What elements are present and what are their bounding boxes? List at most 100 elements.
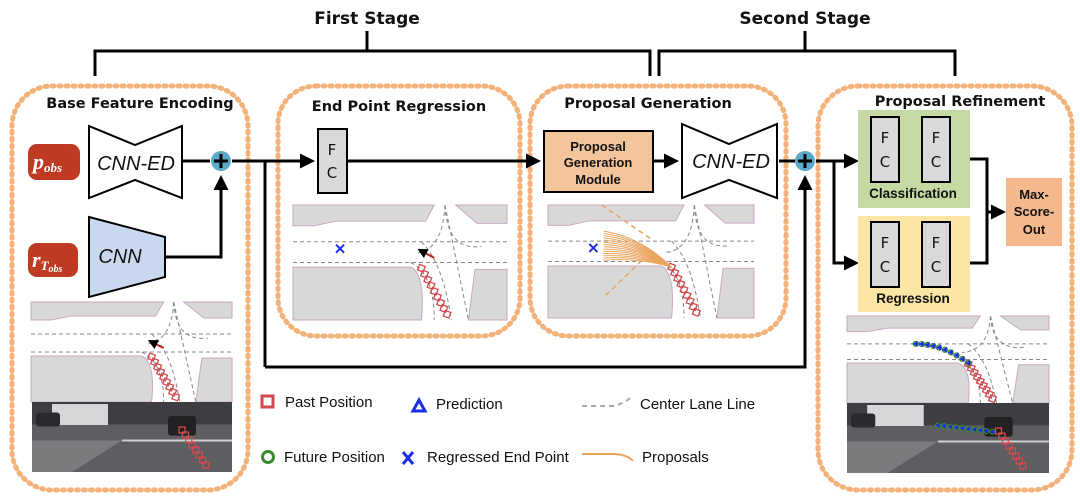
svg-text:Proposal: Proposal <box>570 139 626 154</box>
base-feature-encoding-title: Base Feature Encoding <box>46 96 233 112</box>
past-position-marker <box>171 392 181 402</box>
past-position-marker <box>679 285 689 295</box>
first-stage-title: First Stage <box>314 9 420 29</box>
legend-center-lane-line: Center Lane Line <box>582 396 755 413</box>
input-r-tobs: rTobs <box>28 243 78 277</box>
past-position-marker <box>161 377 172 387</box>
legend-proposals: Proposals <box>582 449 709 466</box>
prediction-marker <box>953 352 959 359</box>
prediction-triangle-icon <box>410 396 428 413</box>
base-map-thumbnail <box>30 301 233 403</box>
fc-block-endpoint: F C <box>317 128 348 194</box>
end-point-regression-container <box>275 83 523 339</box>
legend-regressed-end-point: Regressed End Point <box>401 449 570 466</box>
classification-head: F C F C Classification <box>858 110 970 208</box>
proposal-generation-container <box>527 83 789 339</box>
svg-text:Past Position: Past Position <box>285 394 373 411</box>
prediction-marker <box>912 340 918 347</box>
center-lane-line <box>661 261 685 319</box>
past-position-marker <box>155 367 166 377</box>
proposal-refinement-container <box>815 83 1075 493</box>
past-position-marker <box>168 387 178 397</box>
cnn-ed-encoder-decoder-2: CNN-ED <box>681 122 778 200</box>
regressed-end-point-x-icon <box>335 243 345 254</box>
cnn-ed-label: CNN-ED <box>97 153 175 175</box>
svg-text:pobs: pobs <box>31 149 62 175</box>
past-position-marker <box>423 275 433 285</box>
past-position-marker <box>1019 462 1027 470</box>
classification-label: Classification <box>869 186 957 201</box>
past-position-marker <box>419 269 430 279</box>
past-position-marker <box>149 357 160 367</box>
svg-text:C: C <box>880 258 890 276</box>
center-lane-line <box>173 301 197 403</box>
past-position-marker <box>688 302 698 312</box>
svg-text:F: F <box>932 129 941 147</box>
svg-text:rTobs: rTobs <box>32 247 63 275</box>
proposal-refinement-title: Proposal Refinement <box>875 94 1046 110</box>
past-position-marker <box>682 290 692 301</box>
base-feature-encoding-container <box>9 83 251 493</box>
svg-text:C: C <box>880 153 890 171</box>
end-point-regression-title: End Point Regression <box>312 99 486 115</box>
plus-junction-icon-1 <box>211 151 231 171</box>
center-lane-line <box>967 343 997 404</box>
regression-label: Regression <box>876 291 950 306</box>
base-camera-image <box>32 402 232 472</box>
proposal-generation-module: Proposal Generation Module <box>543 130 654 193</box>
svg-text:Module: Module <box>575 172 621 187</box>
past-position-marker <box>429 286 439 296</box>
refinement-map-thumbnail <box>846 315 1050 404</box>
center-lane-line <box>421 241 452 321</box>
center-lane-line <box>962 315 991 354</box>
past-position-marker <box>435 298 446 308</box>
center-lane-line <box>173 301 208 339</box>
past-position-marker <box>152 362 163 372</box>
center-lane-line-icon <box>582 397 631 407</box>
svg-text:F: F <box>932 234 941 252</box>
center-lane-line <box>151 333 181 403</box>
prediction-marker <box>930 342 936 349</box>
past-position-marker <box>202 461 210 469</box>
past-position-marker <box>439 303 449 314</box>
prediction-marker <box>936 344 942 351</box>
svg-text:C: C <box>931 153 941 171</box>
svg-text:Regressed End Point: Regressed End Point <box>427 449 570 466</box>
past-position-marker <box>691 307 701 318</box>
svg-text:Future Position: Future Position <box>284 449 385 466</box>
endpoint-map-thumbnail <box>292 204 508 321</box>
heading-arrow-icon <box>147 340 165 350</box>
center-lane-line <box>671 240 701 319</box>
second-stage-bracket: Second Stage <box>657 9 957 76</box>
past-position-marker <box>416 263 427 273</box>
prediction-marker <box>965 359 971 366</box>
heading-arrow-icon <box>417 248 435 259</box>
center-lane-line <box>989 315 1014 404</box>
first-stage-bracket: First Stage <box>93 9 652 76</box>
legend-future-position: Future Position <box>261 449 385 466</box>
svg-text:Max-: Max- <box>1019 187 1049 202</box>
connections <box>165 153 1006 369</box>
prediction-marker <box>924 341 930 348</box>
max-score-out-block: Max- Score- Out <box>1006 178 1062 246</box>
center-lane-line <box>444 204 482 248</box>
past-position-icon <box>260 394 275 409</box>
second-stage-title: Second Stage <box>739 9 870 29</box>
regressed-end-point-x-icon <box>588 243 599 253</box>
past-position-marker <box>670 268 680 278</box>
past-position-marker <box>158 372 169 382</box>
svg-text:F: F <box>328 141 337 159</box>
past-position-marker <box>676 279 686 289</box>
past-position-marker <box>685 296 695 306</box>
svg-text:Proposals: Proposals <box>642 449 709 466</box>
past-position-marker <box>426 280 436 291</box>
cnn-ed-encoder-decoder-1: CNN-ED <box>88 124 183 200</box>
cnn-label: CNN <box>98 246 142 268</box>
section-containers <box>9 83 1075 493</box>
legend-prediction: Prediction <box>410 396 503 413</box>
past-position-marker <box>146 352 157 362</box>
center-lane-line <box>693 204 730 247</box>
center-lane-line <box>693 204 718 319</box>
center-lane-line <box>410 262 435 321</box>
